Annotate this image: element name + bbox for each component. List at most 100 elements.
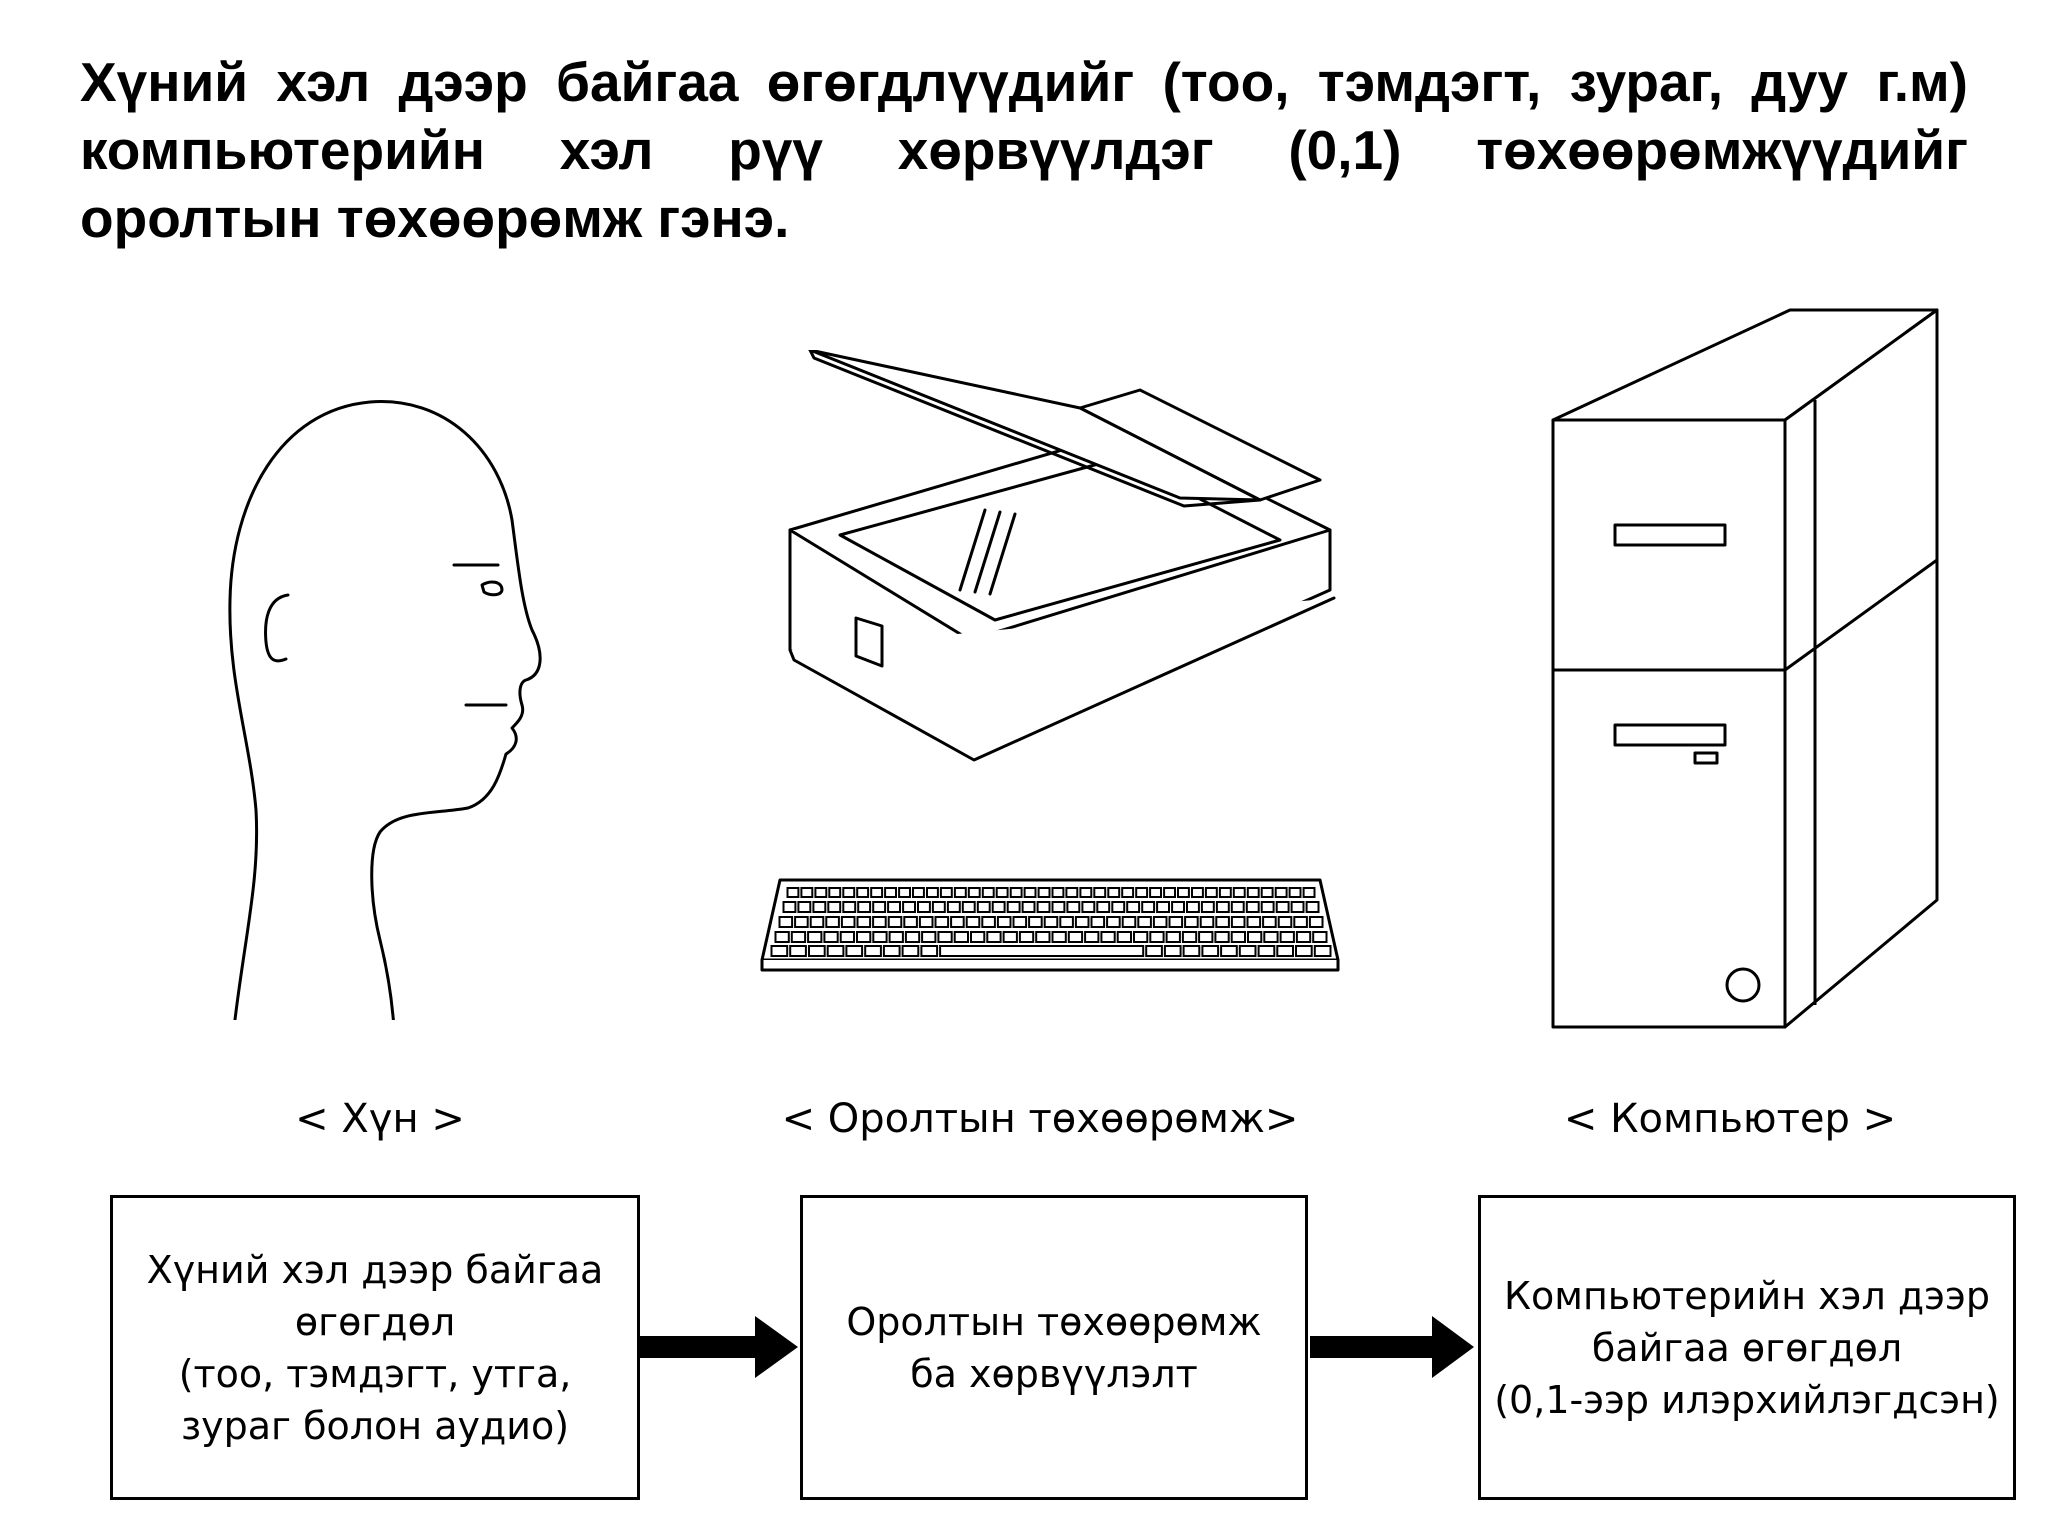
keyboard-key [856, 916, 872, 928]
keyboard-key [1312, 931, 1328, 943]
keyboard-key [921, 931, 937, 943]
keyboard-key [1066, 901, 1081, 913]
keyboard-key [789, 945, 807, 957]
keyboard-key [826, 945, 845, 957]
keyboard-key [1084, 931, 1100, 943]
keyboard-key [902, 901, 917, 913]
input-device-line-1: Оролтын төхөөрөмж [846, 1299, 1262, 1344]
keyboard-key [970, 931, 986, 943]
keyboard-key [996, 916, 1012, 928]
keyboard-key [1274, 887, 1288, 898]
keyboard-key [1277, 916, 1293, 928]
keyboard-key [1145, 945, 1163, 957]
keyboard-key [1260, 887, 1274, 898]
keyboard-key [946, 901, 961, 913]
keyboard-key [1275, 901, 1290, 913]
keyboard-key [807, 931, 823, 943]
keyboard-key [1305, 901, 1320, 913]
keyboard-key [931, 901, 946, 913]
keyboard-key [939, 887, 953, 898]
keyboard-key [1023, 887, 1037, 898]
keyboard-key [812, 901, 827, 913]
human-data-line-1: Хүний хэл дээр байгаа [146, 1247, 604, 1292]
keyboard-key [872, 901, 887, 913]
keyboard-key [786, 887, 800, 898]
keyboard-key [872, 916, 887, 928]
arrow-right-icon [640, 1316, 798, 1378]
keyboard-key [823, 931, 839, 943]
keyboard-key [1186, 901, 1200, 913]
keyboard-key [1246, 887, 1260, 898]
keyboard-key [1215, 901, 1230, 913]
input-device-box: Оролтын төхөөрөмж ба хөрвүүлэлт [800, 1195, 1308, 1500]
keyboard-key [842, 901, 857, 913]
heading-line-3: оролтын төхөөрөмж гэнэ. [80, 187, 790, 249]
keyboard-key [797, 901, 812, 913]
keyboard-key [1295, 931, 1312, 943]
keyboard-key [1149, 887, 1163, 898]
keyboard-key [981, 916, 996, 928]
keyboard-key [1182, 945, 1201, 957]
caption-human: < Хүн > [295, 1096, 465, 1142]
keyboard-key [1156, 901, 1171, 913]
keyboard-key [1200, 901, 1215, 913]
keyboard-key [953, 931, 969, 943]
keyboard-key [1081, 901, 1096, 913]
keyboard-key [1218, 887, 1232, 898]
keyboard-key [1018, 931, 1035, 943]
keyboard-key [1163, 887, 1177, 898]
keyboard-key [912, 887, 925, 898]
keyboard-key [1165, 931, 1181, 943]
input-device-line-2: ба хөрвүүлэлт [910, 1351, 1198, 1396]
keyboard-key [1198, 931, 1214, 943]
keyboard-key [1067, 931, 1084, 943]
keyboard-key [1090, 916, 1106, 928]
computer-tower-icon [1551, 308, 1939, 1029]
keyboard-key [800, 887, 814, 898]
keyboard-key [887, 916, 903, 928]
keyboard-key [1238, 945, 1257, 957]
keyboard-key [888, 931, 904, 943]
keyboard-key [1051, 887, 1065, 898]
keyboard-key [1163, 945, 1182, 957]
keyboard-key [1051, 931, 1067, 943]
keyboard-key [1135, 887, 1149, 898]
keyboard-key [778, 916, 794, 928]
keyboard-key [856, 931, 872, 943]
keyboard-key [1230, 916, 1246, 928]
keyboard-key [1232, 887, 1246, 898]
keyboard-key [1263, 931, 1279, 943]
keyboard-key [814, 887, 828, 898]
keyboard-key [1293, 916, 1308, 928]
keyboard-key [1021, 901, 1036, 913]
keyboard-key [1137, 916, 1152, 928]
computer-data-line-3: (0,1-ээр илэрхийлэгдсэн) [1494, 1377, 2000, 1422]
keyboard-key [842, 887, 856, 898]
keyboard-key [1002, 931, 1018, 943]
keyboard-key [1257, 945, 1276, 957]
keyboard-key [845, 945, 864, 957]
keyboard-key [840, 916, 856, 928]
keyboard-key [1096, 901, 1111, 913]
keyboard-key [827, 901, 842, 913]
keyboard-key [1199, 916, 1215, 928]
keyboard-key [1168, 916, 1184, 928]
keyboard-key [1106, 916, 1121, 928]
keyboard-key [884, 887, 897, 898]
scanner-icon [788, 350, 1336, 762]
keyboard-key [1288, 887, 1302, 898]
keyboard-key [1181, 931, 1198, 943]
keyboard-key [1295, 945, 1313, 957]
keyboard-key [864, 945, 882, 957]
heading: Хүний хэл дээр байгаа өгөгдлүүдийг (тоо,… [80, 48, 1968, 252]
keyboard-key [920, 945, 939, 957]
keyboard-key [917, 901, 931, 913]
keyboard-key [976, 901, 991, 913]
human-data-line-4: зураг болон аудио) [180, 1403, 570, 1448]
keyboard-key [809, 916, 825, 928]
keyboard-key [1201, 945, 1220, 957]
keyboard-key [1230, 931, 1247, 943]
keyboard-key [870, 887, 884, 898]
keyboard-key [1204, 887, 1218, 898]
human-data-line-3: (тоо, тэмдэгт, утга, [178, 1351, 572, 1396]
